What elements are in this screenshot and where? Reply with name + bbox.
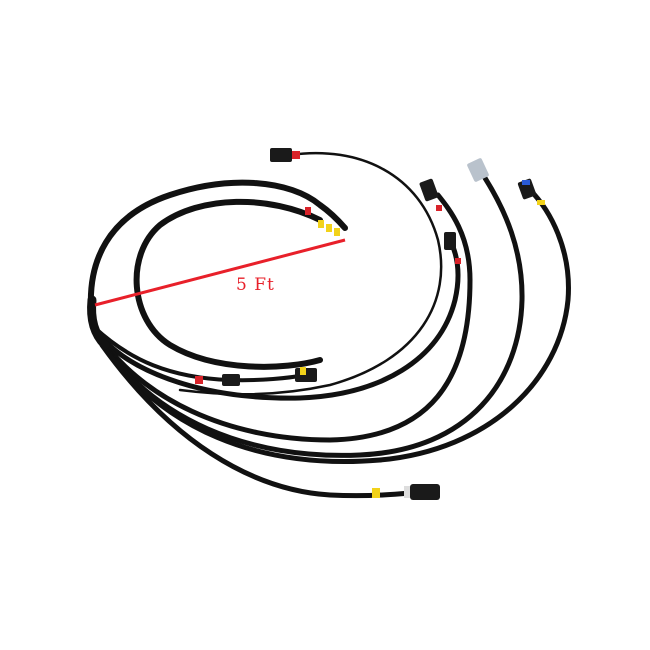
connector-right-2	[444, 232, 456, 250]
branch-cable-2	[92, 192, 473, 443]
connector-blue-tip	[517, 178, 537, 200]
outer-loop-cable	[87, 179, 348, 323]
connector-bottom	[404, 484, 440, 500]
branch-cable-3	[95, 175, 525, 458]
thin-signal-wire	[178, 151, 443, 396]
connector-gray	[467, 158, 489, 182]
measurement-label: 5 Ft	[236, 275, 275, 295]
yellow-terminals	[300, 200, 545, 498]
branch-cable-4	[97, 187, 571, 464]
lower-inner-branch	[93, 326, 307, 383]
main-trunk	[87, 295, 110, 350]
bottom-branch-cable	[99, 342, 423, 499]
red-bands	[305, 205, 461, 264]
connector-right-1	[419, 178, 439, 202]
measurement-line	[94, 238, 346, 307]
branch-cable-1	[89, 237, 461, 401]
inner-loop-cable	[133, 198, 323, 370]
connector-top-left	[270, 148, 300, 162]
